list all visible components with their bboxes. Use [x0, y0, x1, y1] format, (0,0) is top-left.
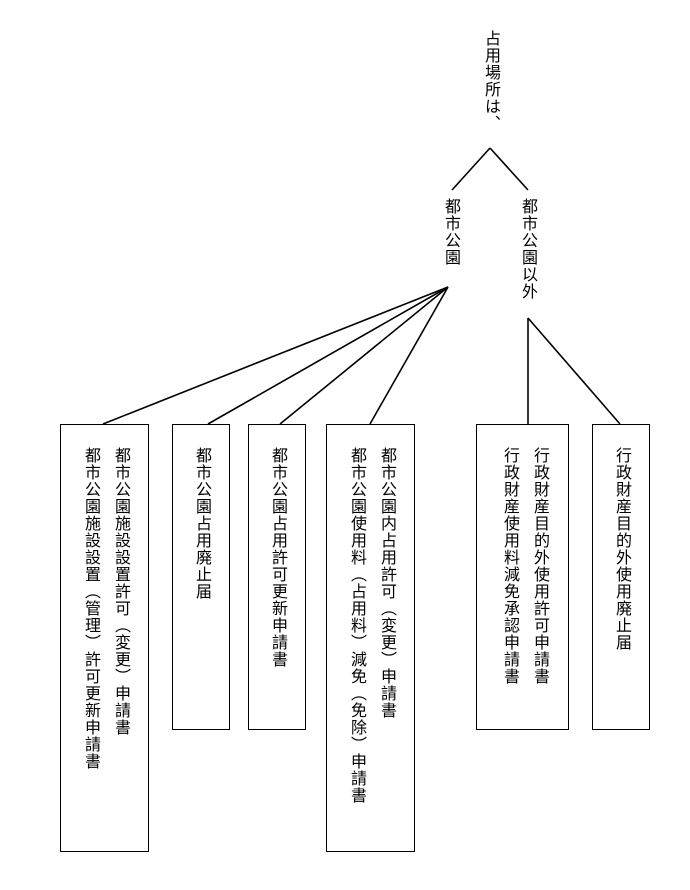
connector-park-doc4 [369, 286, 449, 425]
document-title-facility-renewal: 都市公園施設設置（管理）許可更新申請書 [82, 447, 101, 770]
document-title-property-abolition: 行政財産目的外使用廃止届 [613, 447, 632, 651]
document-title-property-fee-reduction: 行政財産使用料減免承認申請書 [501, 447, 520, 685]
document-box-property-use: 行政財産目的外使用許可申請書 行政財産使用料減免承認申請書 [476, 424, 569, 730]
connector-park-doc2 [207, 286, 449, 425]
document-title-park-abolition: 都市公園占用廃止届 [193, 447, 212, 600]
document-title-facility-permit: 都市公園施設設置許可（変更）申請書 [112, 447, 131, 736]
connector-park-doc1 [102, 286, 449, 425]
connector-other-doc6 [527, 317, 621, 425]
connector-park-doc3 [279, 286, 449, 425]
document-box-park-abolition: 都市公園占用廃止届 [172, 424, 230, 730]
connector-root-park [451, 147, 491, 191]
root-label: 占用場所は、 [482, 30, 501, 132]
branch-park-label: 都市公園 [442, 198, 461, 266]
document-box-park-facility: 都市公園施設設置許可（変更）申請書 都市公園施設設置（管理）許可更新申請書 [60, 424, 149, 852]
document-title-occupancy-permit: 都市公園内占用許可（変更）申請書 [378, 447, 397, 719]
document-title-park-renewal: 都市公園占用許可更新申請書 [269, 447, 288, 668]
document-box-property-abolition: 行政財産目的外使用廃止届 [592, 424, 650, 730]
document-box-park-occupancy: 都市公園内占用許可（変更）申請書 都市公園使用料（占用料）減免（免除）申請書 [326, 424, 415, 852]
document-title-property-use-permit: 行政財産目的外使用許可申請書 [531, 447, 550, 685]
document-title-fee-reduction: 都市公園使用料（占用料）減免（免除）申請書 [348, 447, 367, 804]
branch-other-label: 都市公園以外 [519, 198, 538, 300]
document-box-park-renewal: 都市公園占用許可更新申請書 [248, 424, 306, 730]
connector-root-other [489, 147, 529, 191]
